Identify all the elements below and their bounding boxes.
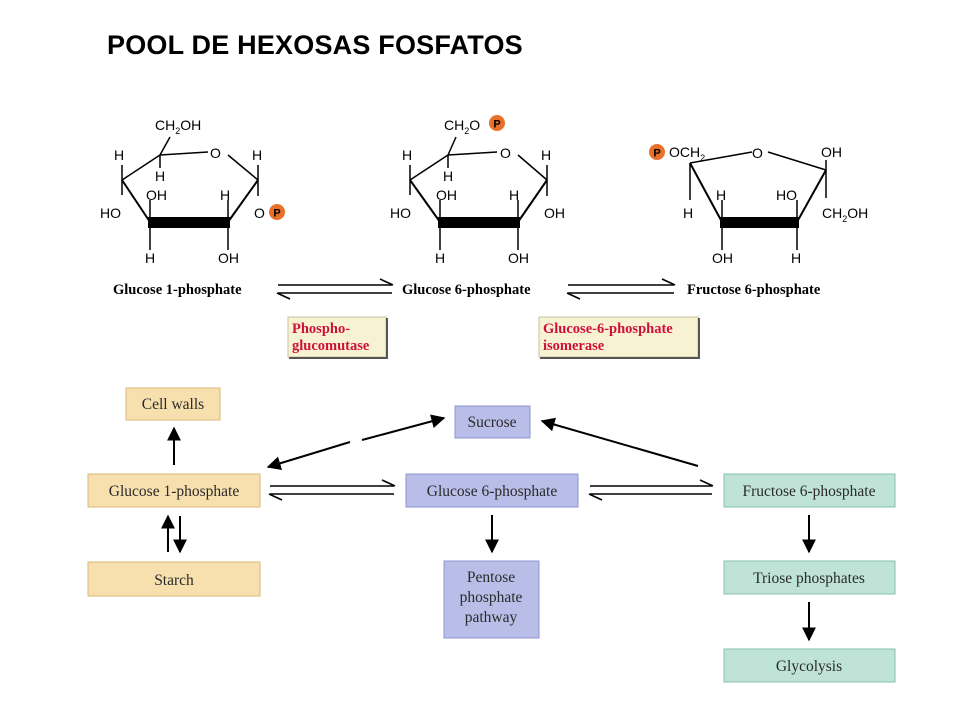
box-label: pathway xyxy=(465,609,518,626)
h-label: H xyxy=(443,168,453,184)
box-label: Cell walls xyxy=(142,396,204,413)
h-label: H xyxy=(716,187,726,203)
phosphate-icon xyxy=(269,204,285,220)
glucose-1-phosphate-structure: CH2OH O H H H OH H HO O P H OH xyxy=(100,117,285,266)
box-glycolysis: Glycolysis xyxy=(723,648,896,683)
ring-oxygen-label: O xyxy=(500,145,511,161)
box-label: phosphate xyxy=(460,589,523,606)
box-label: Pentose xyxy=(467,569,515,586)
ring-oxygen-label: O xyxy=(752,145,763,161)
box-glucose-6-phosphate: Glucose 6-phosphate xyxy=(405,473,579,508)
ho-label: HO xyxy=(776,187,797,203)
h-label: H xyxy=(402,147,412,163)
h-label: H xyxy=(683,205,693,221)
h-label: H xyxy=(541,147,551,163)
box-fructose-6-phosphate: Fructose 6-phosphate xyxy=(723,473,896,508)
glucose-6-phosphate-structure: CH2O P O H H H OH H HO OH H OH xyxy=(390,115,565,266)
arrow-f6p-to-sucrose xyxy=(540,417,699,467)
ch2o-label: CH2O xyxy=(444,117,480,136)
equilibrium-arrow-g6p-f6p xyxy=(588,479,714,501)
reaction-glucose-6-phosphate: Glucose 6-phosphate xyxy=(402,282,531,298)
box-sucrose: Sucrose xyxy=(454,405,531,439)
equilibrium-arrow-g1p-g6p xyxy=(268,479,396,501)
h-label: H xyxy=(252,147,262,163)
oh-label: OH xyxy=(821,144,842,160)
enzyme-box-phosphoglucomutase: Phospho- glucomutase xyxy=(287,316,388,359)
oh-label: OH xyxy=(544,205,565,221)
reaction-fructose-6-phosphate: Fructose 6-phosphate xyxy=(687,282,821,298)
ho-label: HO xyxy=(390,205,411,221)
ch2oh-label: CH2OH xyxy=(155,117,201,136)
h-label: H xyxy=(114,147,124,163)
oh-label: OH xyxy=(712,250,733,266)
enzyme-label: Glucose-6-phosphate xyxy=(543,321,673,337)
box-label: Fructose 6-phosphate xyxy=(742,483,875,500)
arrow-sucrose-g1p-1 xyxy=(266,441,351,471)
enzyme-label: Phospho- xyxy=(292,321,350,337)
h-label: H xyxy=(145,250,155,266)
box-label: Glucose 6-phosphate xyxy=(427,483,558,500)
oh-label: OH xyxy=(218,250,239,266)
phosphate-label: P xyxy=(653,148,660,160)
reaction-line: Glucose 1-phosphate Glucose 6-phosphate … xyxy=(113,278,821,300)
h-label: H xyxy=(509,187,519,203)
enzyme-label: glucomutase xyxy=(292,338,370,354)
page-title: POOL DE HEXOSAS FOSFATOS xyxy=(107,30,523,60)
phosphate-label: P xyxy=(493,119,500,131)
box-label: Glycolysis xyxy=(776,658,842,675)
och2-label: OCH2 xyxy=(669,144,705,163)
phosphate-icon xyxy=(649,144,665,160)
h-label: H xyxy=(220,187,230,203)
box-pentose-phosphate-pathway: Pentose phosphate pathway xyxy=(443,560,540,639)
enzyme-box-isomerase: Glucose-6-phosphate isomerase xyxy=(538,316,700,359)
box-label: Starch xyxy=(154,572,194,589)
h-label: H xyxy=(435,250,445,266)
h-label: H xyxy=(155,168,165,184)
oh-label: OH xyxy=(508,250,529,266)
box-label: Sucrose xyxy=(467,414,516,431)
ch2oh-label: CH2OH xyxy=(822,205,868,224)
oh-label: OH xyxy=(436,187,457,203)
equilibrium-arrow xyxy=(566,278,676,300)
fructose-6-phosphate-structure: P OCH2 O OH H H HO CH2OH OH H xyxy=(649,144,868,266)
o-label: O xyxy=(254,205,265,221)
ring-oxygen-label: O xyxy=(210,145,221,161)
box-label: Triose phosphates xyxy=(753,570,865,587)
ho-label: HO xyxy=(100,205,121,221)
phosphate-icon xyxy=(489,115,505,131)
phosphate-label: P xyxy=(273,208,280,220)
box-triose-phosphates: Triose phosphates xyxy=(723,560,896,595)
enzyme-label: isomerase xyxy=(543,338,605,354)
equilibrium-arrow xyxy=(276,278,394,300)
box-glucose-1-phosphate: Glucose 1-phosphate xyxy=(87,473,261,508)
reaction-glucose-1-phosphate: Glucose 1-phosphate xyxy=(113,282,242,298)
arrow-sucrose-g1p-2 xyxy=(361,414,446,441)
box-label: Glucose 1-phosphate xyxy=(109,483,240,500)
flow-arrows xyxy=(161,414,816,642)
oh-label: OH xyxy=(146,187,167,203)
box-starch: Starch xyxy=(87,561,261,597)
box-cell-walls: Cell walls xyxy=(125,387,221,421)
h-label: H xyxy=(791,250,801,266)
